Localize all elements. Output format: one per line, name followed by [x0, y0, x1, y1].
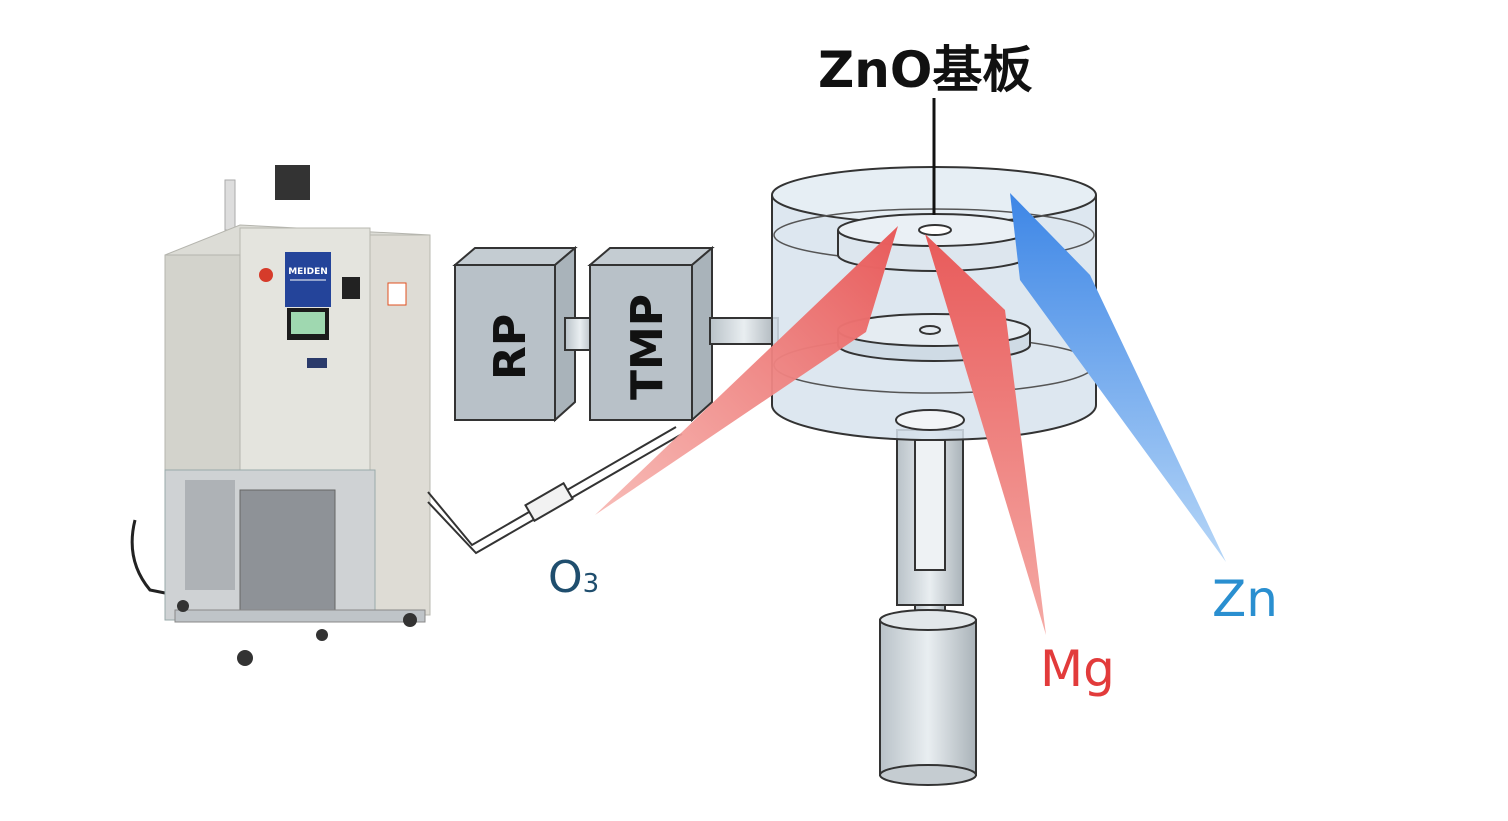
o3-label-subscript: 3: [582, 569, 600, 599]
ozone-tube: [427, 426, 683, 555]
zn-label: Zn: [1212, 570, 1278, 628]
rp-label: RP: [485, 314, 536, 380]
substrate-label: ZnO基板: [818, 41, 1033, 99]
zn-beam: [1010, 193, 1226, 562]
manipulator-shaft: [879, 429, 977, 786]
tmp-label: TMP: [622, 294, 673, 400]
generator-logo: MEIDEN: [288, 267, 328, 277]
rp-pump: RP: [452, 245, 578, 423]
tmp-pump: TMP: [587, 245, 715, 423]
o3-label-main: O: [548, 552, 583, 603]
o3-beam: [595, 226, 898, 515]
mg-beam: [925, 234, 1046, 635]
mg-label: Mg: [1040, 640, 1115, 698]
o3-label: O3: [548, 552, 599, 603]
tmp-chamber-pipe: [709, 317, 779, 345]
ozone-generator-photo: MEIDEN: [130, 165, 431, 666]
zno-substrate: [918, 224, 952, 236]
